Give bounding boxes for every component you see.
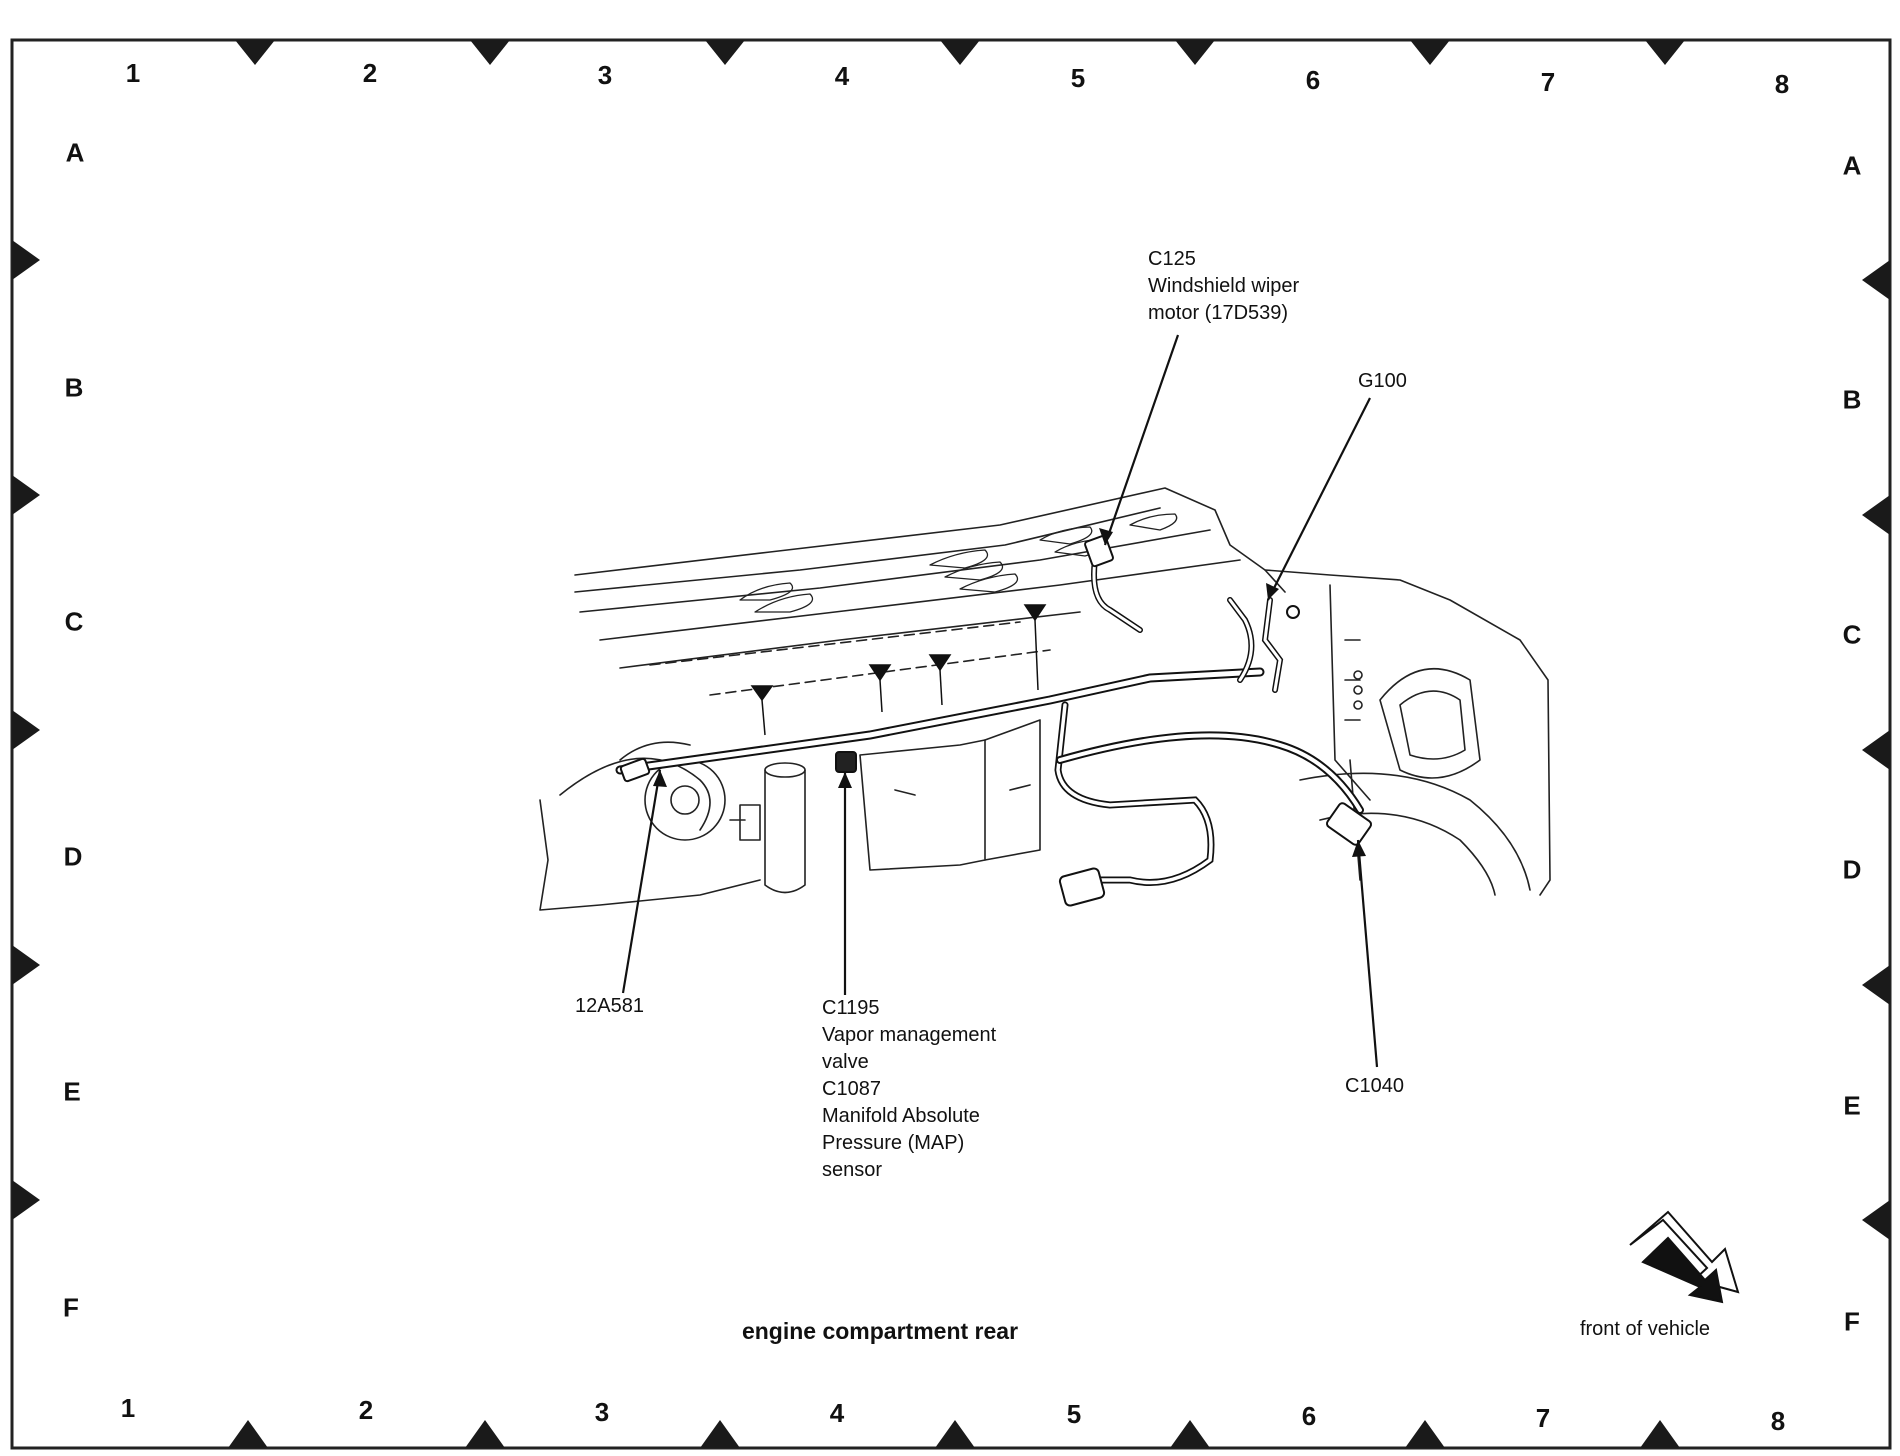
left-row-f: F	[63, 1292, 79, 1323]
wiring-harness	[615, 557, 1364, 886]
left-row-d: D	[63, 841, 83, 872]
right-grid-notches	[1862, 260, 1890, 1240]
top-col-1: 1	[125, 58, 141, 88]
callout-c1195-line-3: valve	[822, 1051, 869, 1073]
callout-12a581: 12A581	[575, 993, 644, 1020]
callout-12a581-line-1: 12A581	[575, 995, 644, 1017]
wheel-arch	[1379, 667, 1481, 779]
vapor-canister	[764, 769, 806, 894]
leader-g100	[1267, 397, 1371, 601]
top-col-8: 8	[1774, 69, 1790, 99]
right-row-b: B	[1842, 384, 1862, 415]
callout-c1087-line-3: Pressure (MAP)	[822, 1132, 965, 1154]
bottom-col-6: 6	[1301, 1401, 1317, 1431]
top-grid-notches	[235, 40, 1685, 65]
engine-compartment-illustration	[539, 487, 1551, 911]
bottom-col-3: 3	[594, 1397, 610, 1427]
callout-c1040: C1040	[1345, 1073, 1404, 1100]
left-grid-notches	[12, 240, 40, 1220]
callout-g100-line-1: G100	[1358, 370, 1407, 392]
intake-box	[859, 739, 986, 871]
connectors	[619, 534, 1373, 907]
callout-c125-line-3: motor (17D539)	[1148, 302, 1289, 324]
callout-c1195-c1087: C1195 Vapor management valve C1087 Manif…	[822, 995, 996, 1184]
bottom-col-2: 2	[358, 1395, 374, 1425]
leader-c125	[1103, 334, 1180, 546]
top-col-7: 7	[1540, 67, 1556, 97]
harness-clips	[750, 604, 1047, 736]
callout-c1195-line-2: Vapor management	[822, 1024, 997, 1046]
top-col-3: 3	[597, 60, 613, 90]
cowl-vent-slots	[739, 513, 1178, 613]
callout-c125-line-2: Windshield wiper	[1148, 275, 1300, 297]
right-row-e: E	[1843, 1090, 1861, 1121]
front-of-vehicle-label: front of vehicle	[1579, 1318, 1711, 1340]
left-fender	[539, 799, 761, 911]
top-col-4: 4	[834, 61, 850, 91]
harness-wiper-lead	[1091, 557, 1143, 633]
left-row-c: C	[64, 606, 84, 637]
callout-g100: G100	[1358, 368, 1407, 395]
bottom-col-7: 7	[1535, 1403, 1551, 1433]
sheet-frame	[10, 38, 1892, 1450]
callout-c1087-line-4: sensor	[822, 1159, 883, 1181]
top-col-6: 6	[1305, 65, 1321, 95]
front-of-vehicle-arrow-icon	[1629, 1210, 1740, 1304]
12a581-end-connector	[619, 757, 651, 783]
right-row-a: A	[1842, 150, 1862, 181]
right-row-c: C	[1842, 619, 1862, 650]
bottom-col-5: 5	[1066, 1399, 1082, 1429]
top-col-2: 2	[362, 58, 378, 88]
leader-lines	[621, 334, 1379, 1068]
left-row-a: A	[65, 137, 85, 168]
g100-ground-bolt	[1286, 605, 1300, 619]
callout-c1040-line-1: C1040	[1345, 1075, 1404, 1097]
leader-c1040	[1356, 839, 1379, 1068]
cowl-panel	[574, 487, 1286, 593]
bottom-col-1: 1	[120, 1393, 136, 1423]
c1195-connector	[835, 751, 857, 773]
firewall-right	[1264, 569, 1551, 896]
harness-branch-down	[1054, 701, 1215, 886]
bottom-col-8: 8	[1770, 1406, 1786, 1436]
callout-c1087-line-1: C1087	[822, 1078, 881, 1100]
callout-c125-line-1: C125	[1148, 248, 1196, 270]
callout-c1087-line-2: Manifold Absolute	[822, 1105, 980, 1127]
leader-12a581	[621, 769, 662, 994]
right-row-d: D	[1842, 854, 1862, 885]
leader-arrowheads	[653, 528, 1366, 857]
callout-c125: C125 Windshield wiper motor (17D539)	[1148, 246, 1299, 327]
top-col-5: 5	[1070, 63, 1086, 93]
bottom-grid-notches	[228, 1420, 1680, 1448]
bottom-col-4: 4	[829, 1398, 845, 1428]
left-row-e: E	[63, 1076, 81, 1107]
left-row-b: B	[64, 372, 84, 403]
callout-c1195-line-1: C1195	[822, 997, 880, 1019]
right-row-f: F	[1844, 1306, 1860, 1337]
c1040-connector	[1325, 802, 1373, 846]
loose-connector	[1058, 867, 1106, 907]
diagram-caption: engine compartment rear	[741, 1318, 1019, 1344]
